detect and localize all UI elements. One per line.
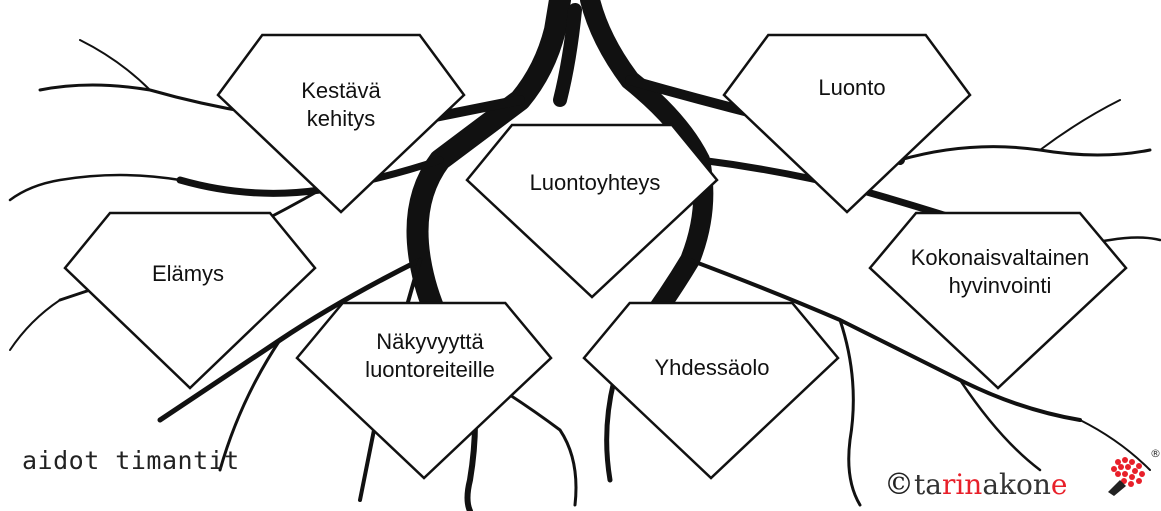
diamond-luontoyhteys — [467, 125, 717, 297]
brand-name-part: rin — [942, 468, 982, 501]
diamond-label-line: Elämys — [152, 260, 224, 288]
diamond-luonto — [724, 35, 970, 212]
diamond-label-elamys: Elämys — [152, 260, 224, 288]
diamond-label-line: kehitys — [301, 105, 381, 133]
diamond-label-line: luontoreiteille — [365, 356, 495, 384]
copyright-symbol: © — [884, 467, 914, 502]
brand-name-part: ak — [982, 468, 1016, 501]
brand-mark-icon — [1104, 452, 1150, 498]
caption-text: aidot timantit — [22, 446, 240, 475]
brand-name: tarinakone — [914, 468, 1067, 501]
brand-name-part: on — [1016, 468, 1051, 501]
diamond-label-line: Luonto — [818, 74, 885, 102]
diamond-label-line: Luontoyhteys — [530, 169, 661, 197]
diamond-label-line: Näkyvyyttä — [365, 328, 495, 356]
diamond-kokonaisvaltainen-hyvinvointi — [870, 213, 1126, 388]
brand-logo: ©tarinakone — [884, 470, 1067, 500]
diamond-label-line: Yhdessäolo — [655, 354, 770, 382]
diamond-label-luontoyhteys: Luontoyhteys — [530, 169, 661, 197]
diamond-yhdessaolo — [584, 303, 838, 478]
diamond-label-line: Kokonaisvaltainen — [911, 244, 1090, 272]
brand-name-part: e — [1051, 468, 1068, 501]
diamond-elamys — [65, 213, 315, 388]
brand-name-part: ta — [914, 468, 942, 501]
registered-mark: ® — [1150, 447, 1161, 460]
diamond-label-yhdessaolo: Yhdessäolo — [655, 354, 770, 382]
diamond-label-line: hyvinvointi — [911, 272, 1090, 300]
diamond-label-line: Kestävä — [301, 77, 381, 105]
diamond-label-luonto: Luonto — [818, 74, 885, 102]
